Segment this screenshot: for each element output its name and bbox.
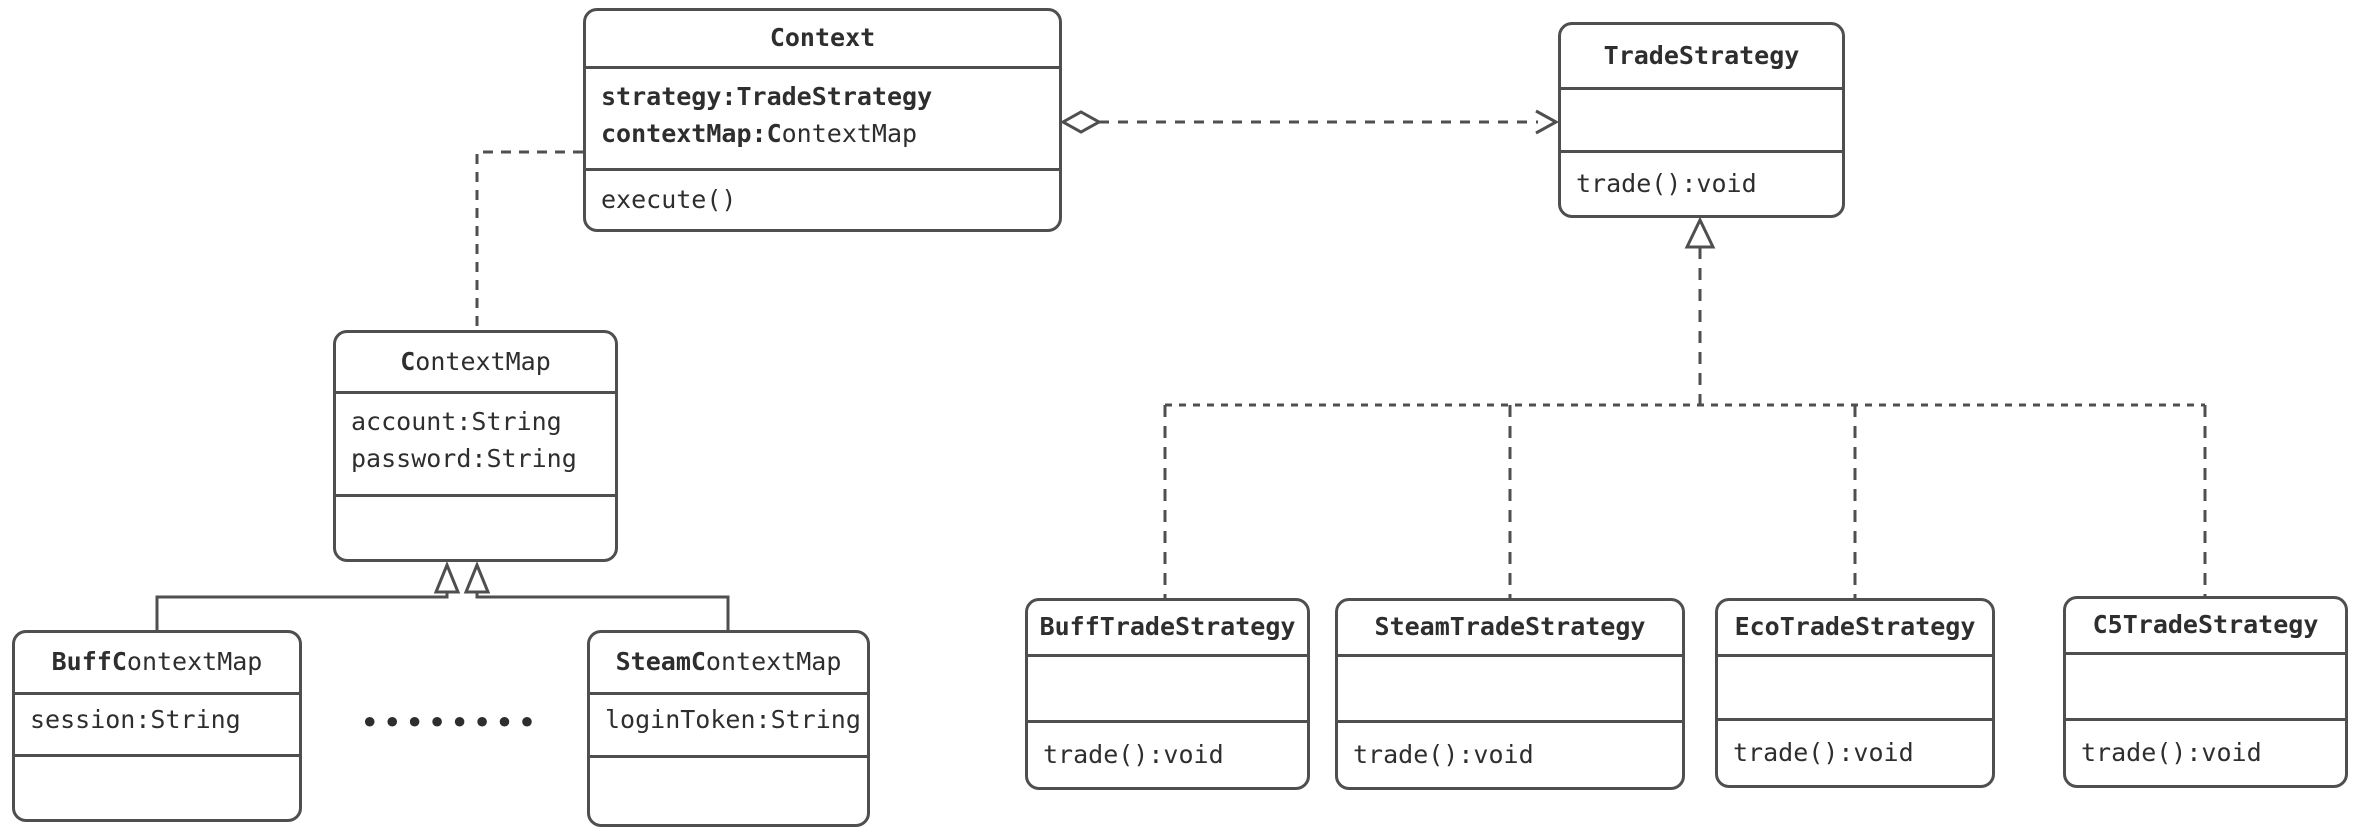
method: trade():void	[2081, 737, 2262, 767]
attribute: strategy:TradeStrategy	[601, 82, 933, 111]
methods-section: trade():void	[1338, 720, 1682, 787]
methods-section	[15, 754, 299, 819]
attributes-section: session:String	[15, 692, 299, 754]
attributes-section	[1028, 654, 1307, 720]
class-title-text: C	[400, 346, 416, 376]
class-title-text: C5TradeStrategy	[2092, 610, 2319, 640]
attribute: contextMap:ContextMap	[601, 119, 918, 148]
methods-section: trade():void	[1718, 718, 1992, 785]
attributes-section	[2066, 652, 2345, 718]
class-box-steamtradestrategy[interactable]: SteamTradeStrategy trade():void	[1335, 598, 1685, 790]
method: trade():void	[1353, 739, 1534, 769]
ellipsis-dots: ••••••••	[360, 703, 540, 742]
class-box-context[interactable]: Context strategy:TradeStrategy contextMa…	[583, 8, 1062, 232]
methods-section: trade():void	[2066, 718, 2345, 785]
methods-section	[590, 755, 867, 824]
class-box-ecotradestrategy[interactable]: EcoTradeStrategy trade():void	[1715, 598, 1995, 788]
class-title-text: Context	[769, 23, 876, 53]
generalization-line-steamcontextmap	[475, 592, 730, 630]
class-title: Context	[586, 11, 1059, 66]
attribute: account:String	[351, 407, 562, 436]
class-title: TradeStrategy	[1561, 25, 1842, 87]
generalization-line-buffcontextmap	[155, 592, 449, 630]
class-title-text: BuffC	[51, 647, 127, 677]
class-title-text: BuffTradeStrategy	[1039, 612, 1296, 642]
method: trade():void	[1043, 739, 1224, 769]
dependency-line-context-contextmap	[475, 150, 583, 328]
class-box-bufftradestrategy[interactable]: BuffTradeStrategy trade():void	[1025, 598, 1310, 790]
class-title-text: EcoTradeStrategy	[1734, 612, 1976, 642]
methods-section: trade():void	[1561, 150, 1842, 215]
class-title: BuffTradeStrategy	[1028, 601, 1307, 654]
class-title: C5TradeStrategy	[2066, 599, 2345, 652]
methods-section: trade():void	[1028, 720, 1307, 787]
attributes-section: account:String password:String	[336, 391, 615, 494]
method: trade():void	[1733, 737, 1914, 767]
open-arrowhead-icon	[1535, 109, 1560, 135]
hollow-triangle-icon	[433, 561, 461, 594]
attributes-section: loginToken:String	[590, 692, 867, 755]
methods-section	[336, 494, 615, 559]
class-title-text: SteamTradeStrategy	[1374, 612, 1646, 642]
hollow-triangle-icon	[1684, 216, 1716, 249]
attribute: session:String	[30, 705, 241, 734]
class-title-text: TradeStrategy	[1603, 40, 1800, 70]
class-box-tradestrategy[interactable]: TradeStrategy trade():void	[1558, 22, 1845, 218]
attribute: password:String	[351, 444, 577, 473]
attribute: loginToken:String	[605, 705, 861, 734]
hollow-triangle-icon	[463, 561, 491, 594]
class-title: SteamTradeStrategy	[1338, 601, 1682, 654]
method: execute()	[601, 184, 737, 214]
aggregation-diamond-icon	[1059, 110, 1103, 134]
methods-section: execute()	[586, 168, 1059, 229]
method: trade():void	[1576, 168, 1757, 198]
class-title-text: SteamC	[615, 647, 706, 677]
class-title: EcoTradeStrategy	[1718, 601, 1992, 654]
attributes-section	[1338, 654, 1682, 720]
attributes-section	[1561, 87, 1842, 150]
attributes-section	[1718, 654, 1992, 718]
attributes-section: strategy:TradeStrategy contextMap:Contex…	[586, 66, 1059, 168]
class-box-c5tradestrategy[interactable]: C5TradeStrategy trade():void	[2063, 596, 2348, 788]
